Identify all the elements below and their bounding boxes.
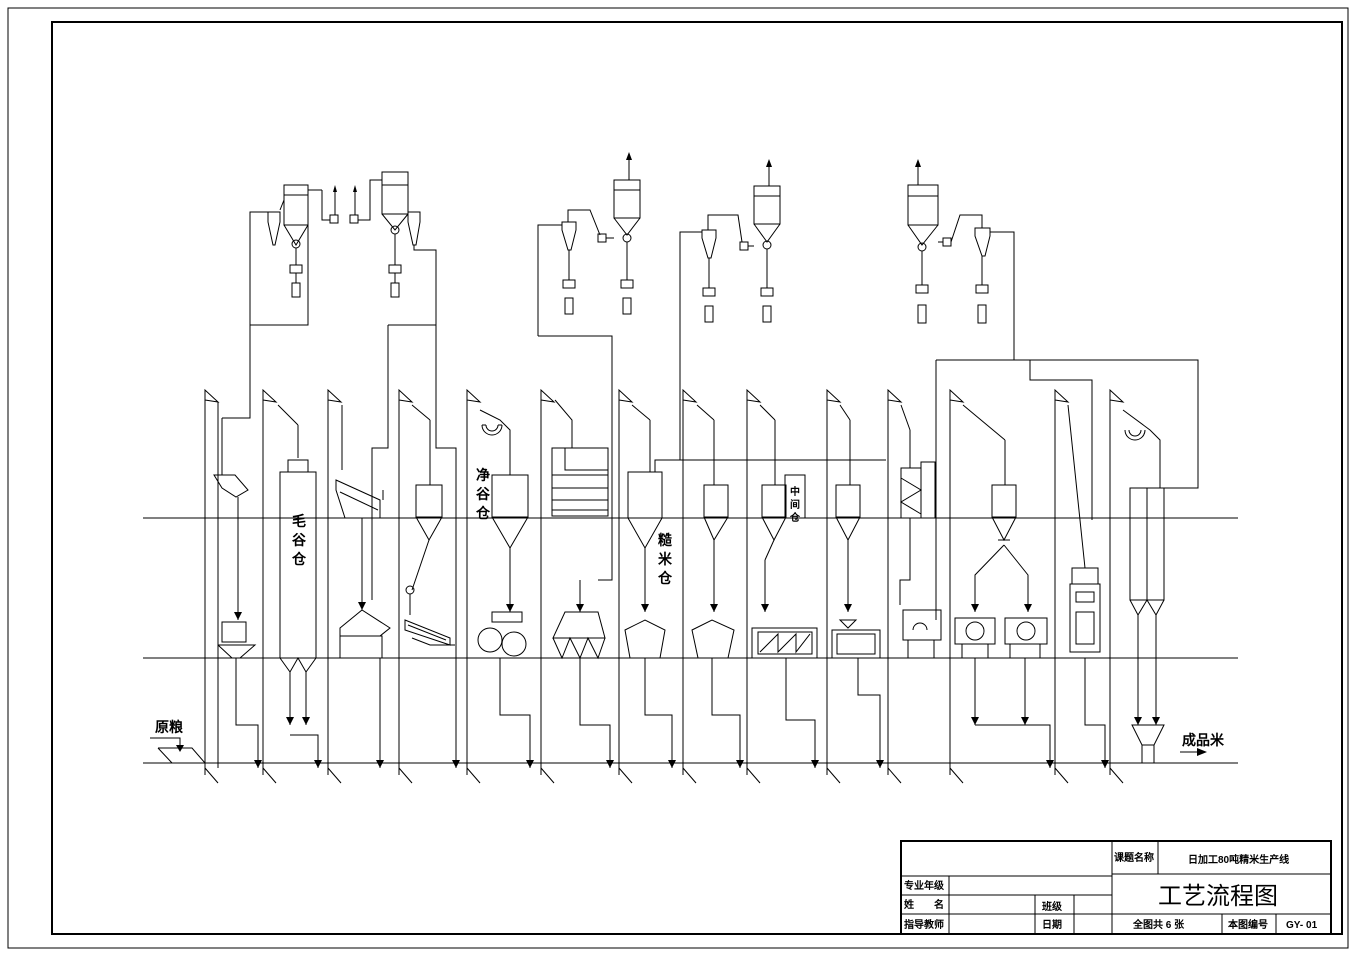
raw-grain-silo-label: 毛 谷 仓 <box>291 513 307 567</box>
outer-border <box>7 7 1349 949</box>
aspiration-system-1 <box>249 171 437 326</box>
topic-value: 日加工80吨精米生产线 <box>1188 853 1289 866</box>
initial-cleaner <box>213 198 309 768</box>
twin-sorters <box>936 359 1199 768</box>
sheets-label: 全图共 6 张 <box>1132 918 1185 931</box>
svg-text:仓: 仓 <box>657 570 673 586</box>
elevator <box>1054 388 1070 784</box>
aspiration-system-2 <box>537 152 641 336</box>
elevator <box>949 388 965 784</box>
svg-text:谷: 谷 <box>292 532 307 548</box>
title-block: 课题名称 日加工80吨精米生产线 专业年级 姓 名 班级 指导教师 日期 工艺流… <box>900 840 1332 935</box>
drawing-no-label: 本图编号 <box>1228 918 1268 931</box>
finished-rice-bins <box>1122 409 1207 764</box>
bucket-elevators <box>204 388 1125 784</box>
brown-rice-silo-label: 糙 米 仓 <box>657 532 673 586</box>
svg-text:中: 中 <box>790 485 800 498</box>
svg-text:米: 米 <box>658 551 673 567</box>
vibrating-screen <box>335 325 391 768</box>
elevator <box>540 388 556 784</box>
husker <box>538 335 614 768</box>
whitener-2 <box>751 404 819 768</box>
middle-silo-label: 中 间 仓 <box>789 485 801 524</box>
finished-rice-label: 成品米 <box>1182 732 1225 748</box>
aspiration-system-3 <box>679 159 781 460</box>
topic-label: 课题名称 <box>1114 851 1154 864</box>
raw-grain-silo <box>277 404 322 768</box>
svg-text:仓: 仓 <box>789 511 801 524</box>
elevator <box>826 388 842 784</box>
elevator <box>262 388 278 784</box>
svg-text:净: 净 <box>476 467 490 483</box>
floor-lines <box>143 517 1238 764</box>
svg-text:仓: 仓 <box>291 551 307 567</box>
polisher <box>831 404 884 768</box>
svg-text:谷: 谷 <box>476 486 491 502</box>
teacher-label: 指导教师 <box>904 918 944 931</box>
elevator <box>887 388 903 784</box>
drawing-title: 工艺流程图 <box>1158 883 1278 910</box>
packing-scale <box>1067 404 1109 768</box>
drawing-no-value: GY- 01 <box>1286 920 1318 931</box>
destoner <box>404 325 460 768</box>
clean-grain-silo <box>477 409 534 768</box>
elevator <box>204 388 220 784</box>
class-label: 班级 <box>1042 900 1063 913</box>
whitener-1 <box>691 404 744 768</box>
clean-grain-silo-label: 净 谷 仓 <box>475 467 491 521</box>
major-label: 专业年级 <box>904 879 945 892</box>
elevator <box>682 388 698 784</box>
elevator <box>466 388 482 784</box>
color-sorter <box>899 360 942 659</box>
date-label: 日期 <box>1042 918 1062 931</box>
raw-grain-intake <box>150 737 207 764</box>
elevator <box>327 388 343 784</box>
svg-text:糙: 糙 <box>658 532 672 548</box>
elevator <box>618 388 634 784</box>
aspiration-system-4 <box>907 159 1015 360</box>
name-label: 姓 名 <box>903 898 944 911</box>
svg-text:毛: 毛 <box>292 513 306 529</box>
brown-rice-silo <box>624 404 886 768</box>
inner-border <box>51 21 1343 935</box>
elevator <box>1109 388 1125 784</box>
raw-grain-label: 原粮 <box>155 719 184 735</box>
svg-text:间: 间 <box>790 498 800 511</box>
elevator <box>746 388 762 784</box>
svg-text:仓: 仓 <box>475 505 491 521</box>
elevator <box>398 388 414 784</box>
